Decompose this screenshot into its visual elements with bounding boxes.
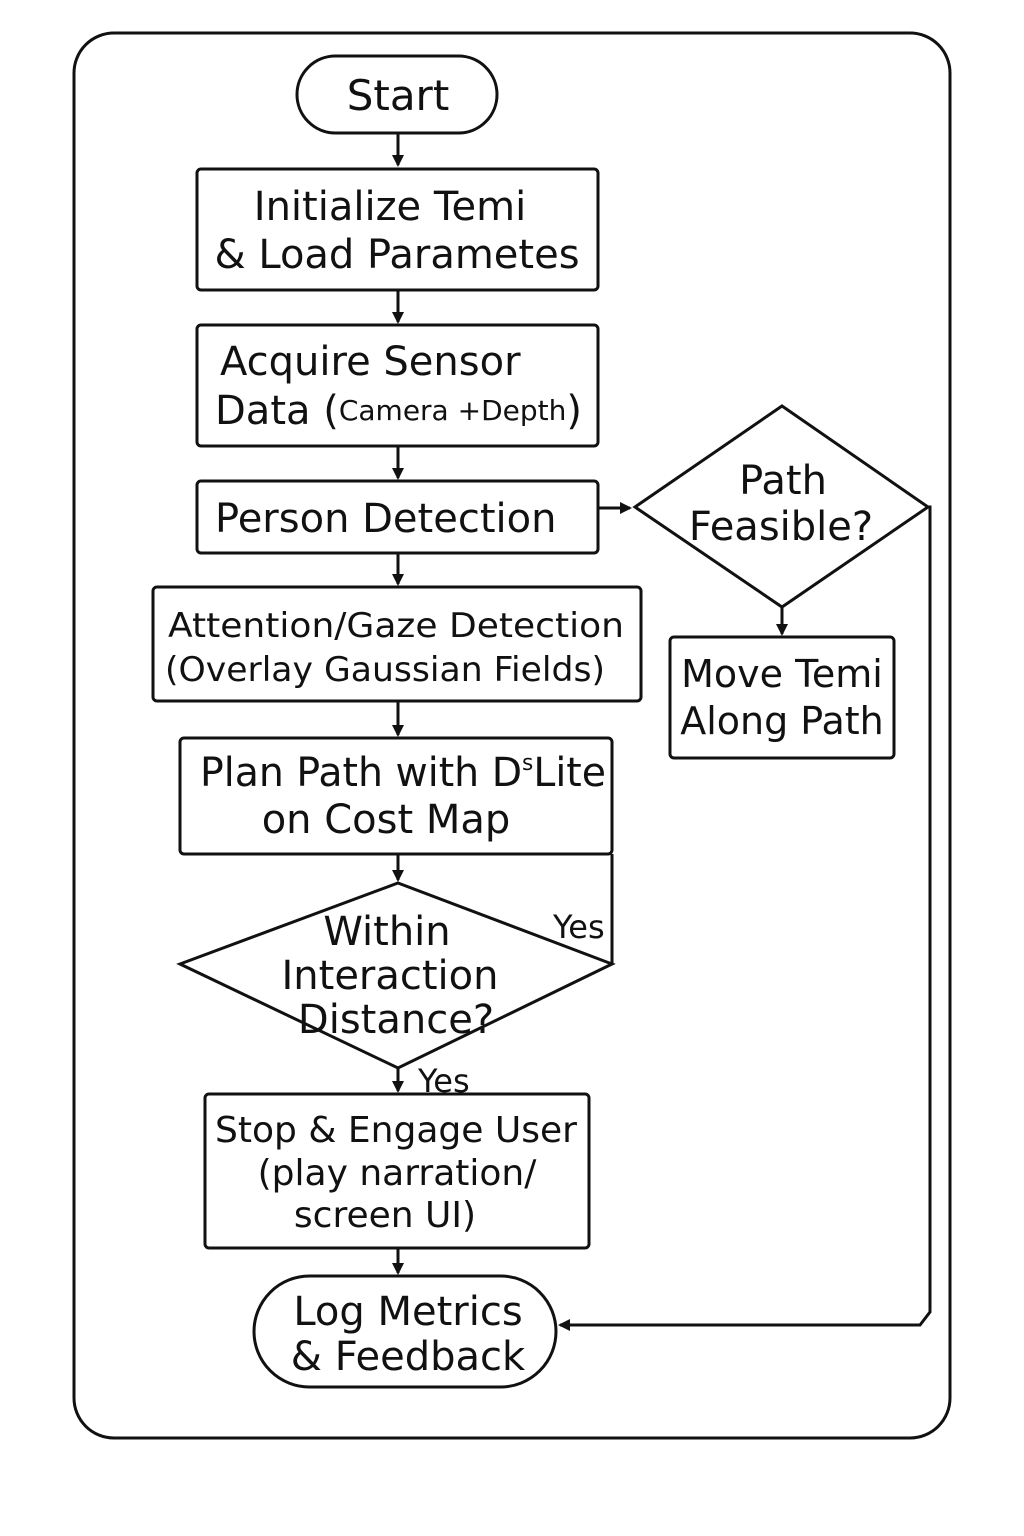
node-initialize: Initialize Temi & Load Parametes [195,167,600,292]
node-plan-path-line1: Plan Path with DsLite [200,750,606,796]
node-acquire-line2-small: Camera +Depth [339,394,567,427]
edge-label-yes-down: Yes [417,1062,470,1100]
node-initialize-line2: & Load Parametes [214,232,579,278]
node-stop-engage-line3: screen UI) [294,1195,476,1236]
node-acquire-line1: Acquire Sensor [220,339,521,385]
node-attention: Attention/Gaze Detection (Overlay Gaussi… [151,585,643,703]
node-person-detection-label: Person Detection [215,496,556,542]
node-within-distance: Within Interaction Distance? [176,881,616,1070]
node-within-distance-line3: Distance? [298,997,494,1043]
node-attention-line2: (Overlay Gaussian Fields) [165,650,605,690]
node-path-feasible-line1: Path [739,458,827,504]
node-log-metrics-line1: Log Metrics [293,1289,522,1335]
node-path-feasible: Path Feasible? [632,404,931,609]
node-move-temi-line1: Move Temi [681,652,883,696]
node-move-temi-line2: Along Path [680,699,884,743]
node-person-detection: Person Detection [195,479,600,555]
node-plan-path-line1-end: Lite [533,750,606,796]
node-plan-path-sup: s [522,751,533,776]
node-plan-path-line2: on Cost Map [262,797,511,843]
node-log-metrics-line2: & Feedback [291,1334,526,1380]
node-log-metrics: Log Metrics & Feedback [252,1274,558,1389]
node-plan-path: Plan Path with DsLite on Cost Map [178,736,614,856]
node-stop-engage-line1: Stop & Engage User [215,1110,577,1151]
diagram-frame [72,31,952,1440]
node-path-feasible-line2: Feasible? [689,504,873,550]
node-initialize-line1: Initialize Temi [254,184,526,230]
node-plan-path-line1-main: Plan Path with D [200,750,522,796]
node-acquire-line2: Data (Camera +Depth) [215,388,582,434]
node-attention-line1: Attention/Gaze Detection [168,606,624,646]
node-stop-engage: Stop & Engage User (play narration/ scre… [203,1092,591,1250]
node-move-temi: Move Temi Along Path [668,635,896,760]
node-start: Start [295,54,499,135]
node-stop-engage-line2: (play narration/ [258,1153,538,1194]
node-within-distance-line2: Interaction [281,953,498,999]
node-start-label: Start [347,71,450,120]
node-acquire: Acquire Sensor Data (Camera +Depth) [195,323,600,448]
node-acquire-line2-end: ) [566,388,582,434]
node-acquire-line2-main: Data ( [215,388,339,434]
node-within-distance-line1: Within [323,909,450,955]
edge-label-yes-right: Yes [552,908,605,946]
